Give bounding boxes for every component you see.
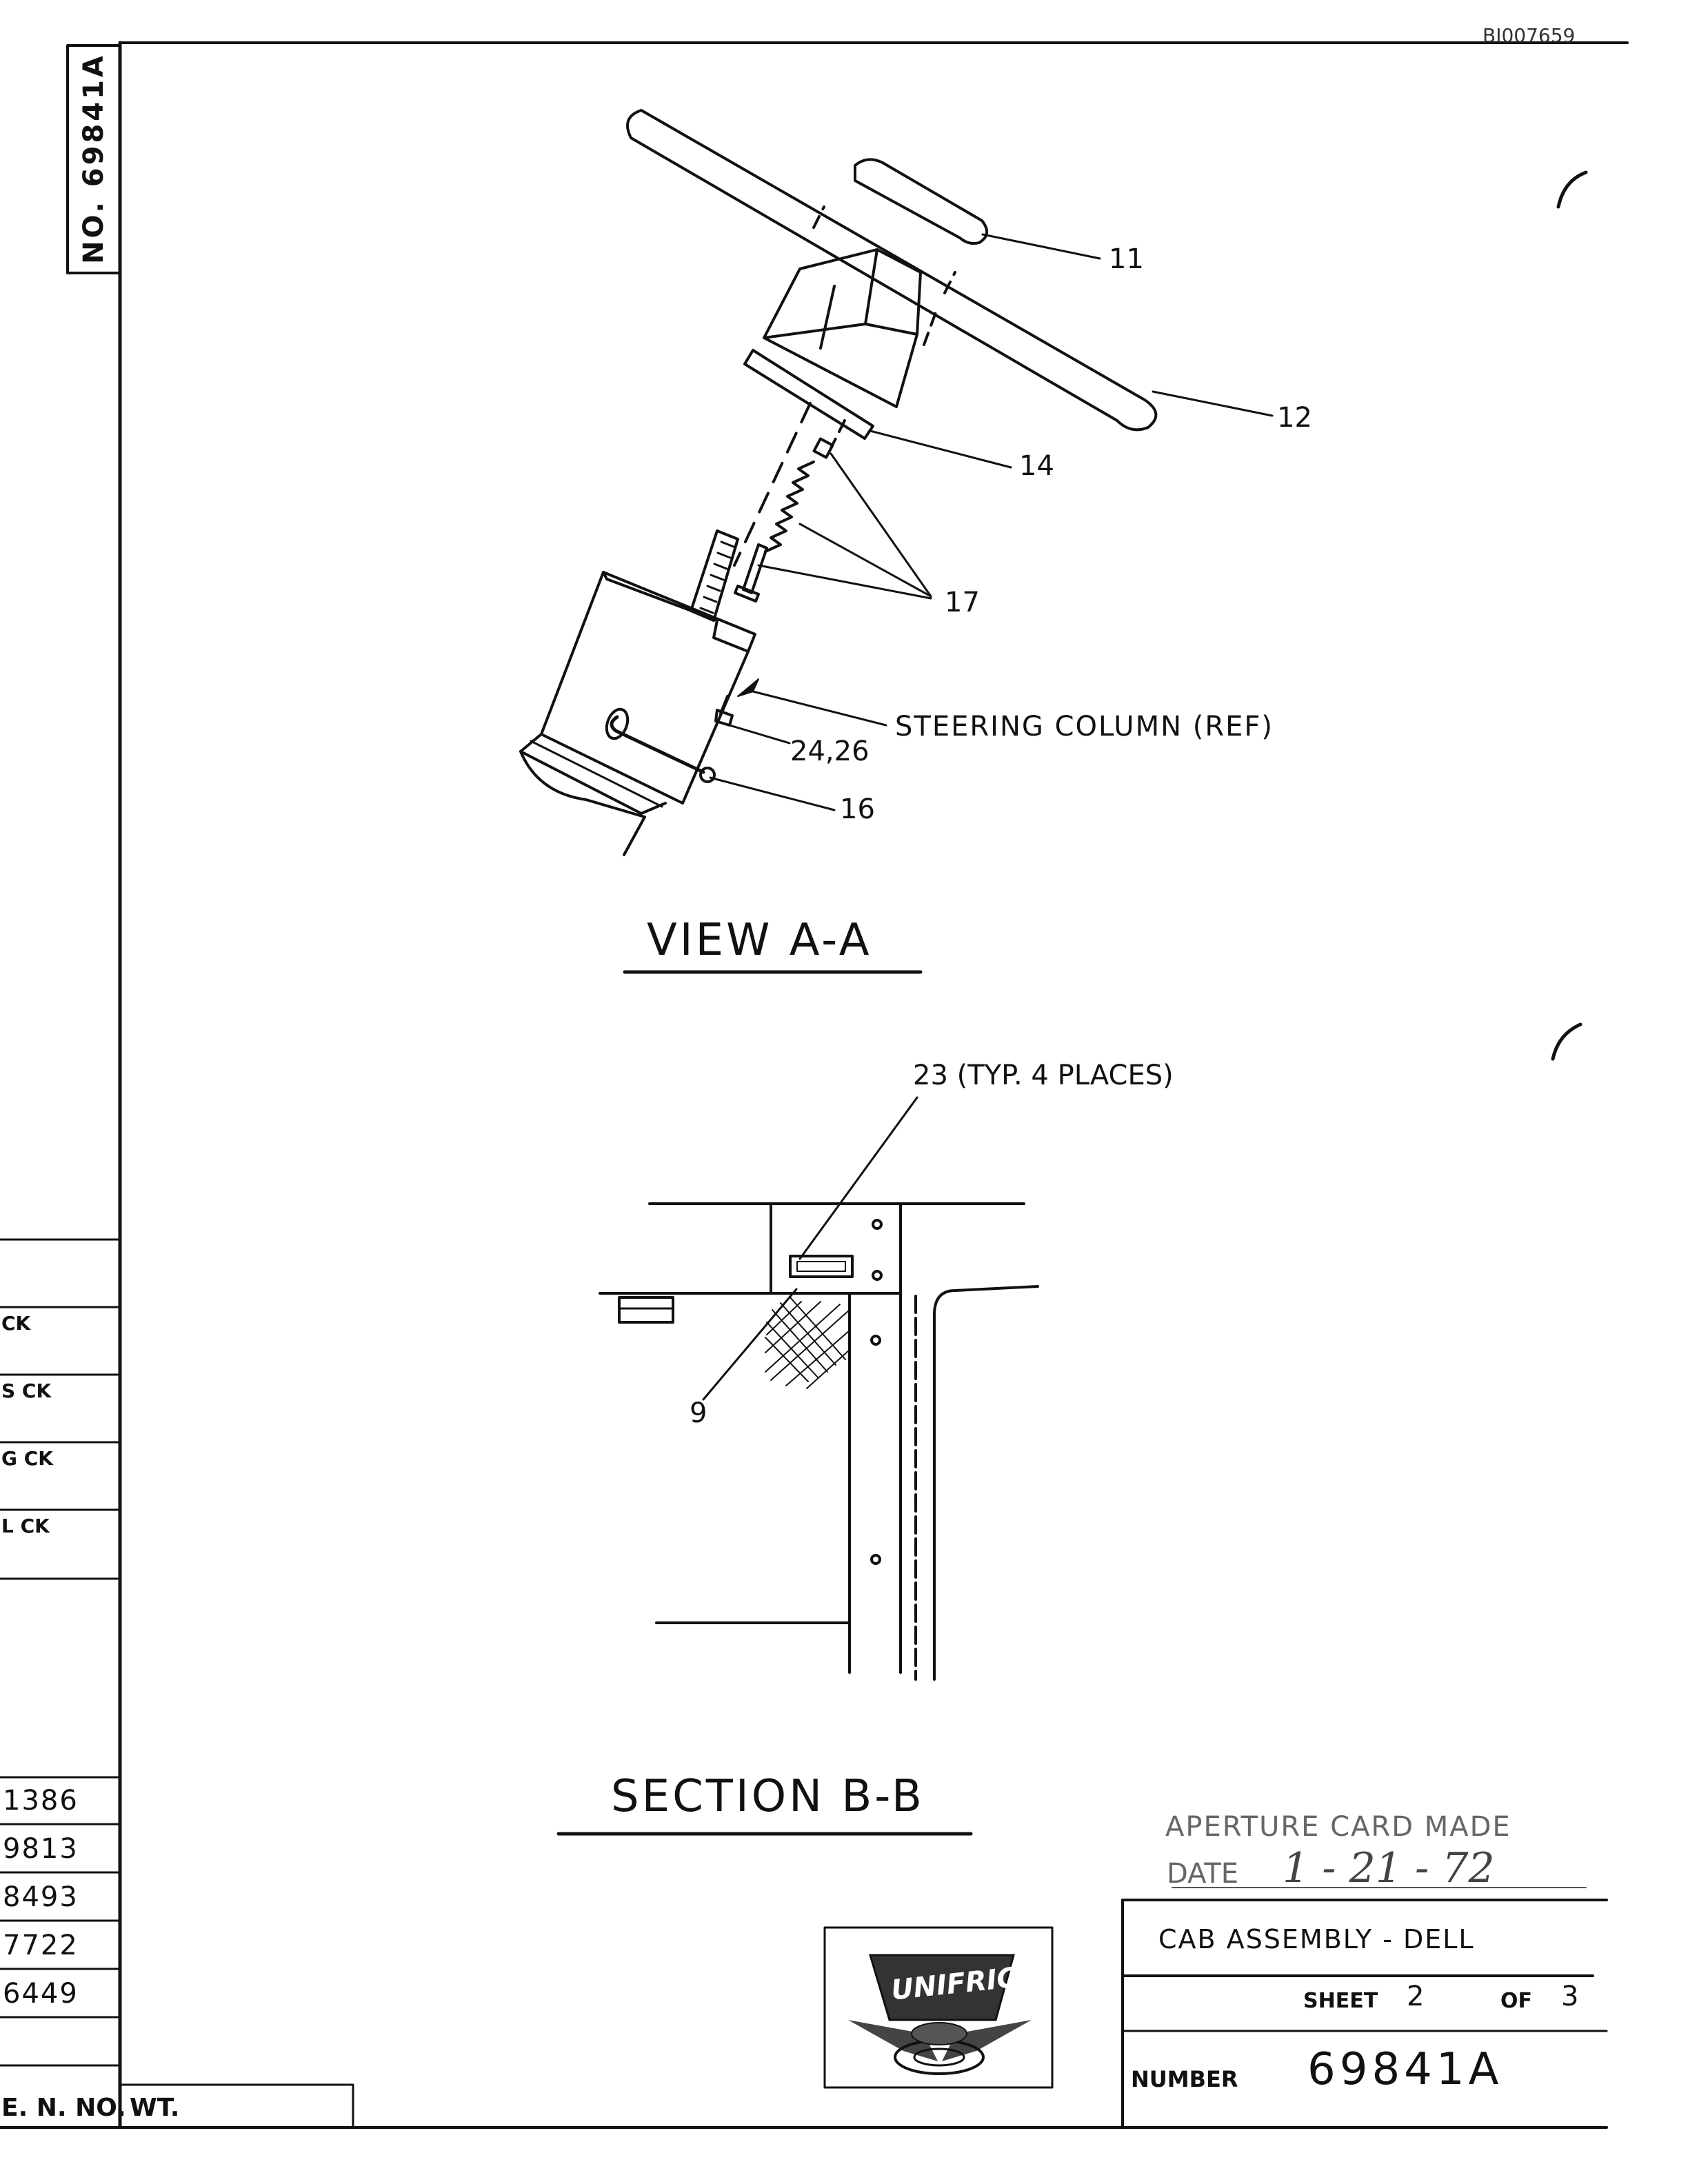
number-label: NUMBER [1131, 2066, 1238, 2092]
aperture-stamp-line: APERTURE CARD MADE [1165, 1811, 1511, 1843]
callout-steering-column: STEERING COLUMN (REF) [895, 711, 1274, 742]
side-stamp-box [66, 44, 121, 274]
reference-arrowhead [737, 678, 759, 697]
aperture-date-label: DATE [1167, 1858, 1239, 1890]
callout-24-26: 24,26 [790, 736, 870, 767]
view-a-title: VIEW A-A [647, 915, 872, 966]
spacer-plate [743, 349, 874, 440]
steering-wheel-rim [626, 109, 1158, 432]
reference-code: BI007659 [1483, 24, 1576, 47]
horn-pad [854, 158, 988, 245]
callout-23: 23 (TYP. 4 PLACES) [913, 1060, 1174, 1091]
aperture-date-value: 1 - 21 - 72 [1283, 1844, 1495, 1892]
steering-column-body [540, 571, 750, 805]
drawing-number: 69841A [1307, 2044, 1503, 2095]
drawing-title: CAB ASSEMBLY - DELL [1158, 1924, 1475, 1954]
check-label-2: S CK [1, 1379, 52, 1402]
corner-mark-upper [1556, 170, 1588, 209]
sheet-label: SHEET [1303, 1989, 1378, 2013]
section-b-title: SECTION B-B [611, 1771, 925, 1822]
spring [764, 461, 815, 553]
callout-9: 9 [690, 1397, 707, 1429]
ecn-number-4: 7722 [3, 1930, 79, 1961]
unifrig-logo [848, 1954, 1032, 2075]
ecn-number-1: 1386 [3, 1785, 79, 1817]
callout-12: 12 [1277, 402, 1312, 434]
weight-label: WT. [130, 2094, 180, 2122]
sheet-number: 2 [1407, 1981, 1425, 2012]
callout-17: 17 [945, 587, 980, 618]
sheet-total: 3 [1561, 1981, 1579, 2012]
corner-mark-lower [1551, 1022, 1582, 1061]
callout-14: 14 [1019, 450, 1054, 482]
ecn-number-5: 6449 [3, 1978, 79, 2010]
check-label-3: G CK [1, 1447, 53, 1470]
side-drawing-number: NO. 69841A [78, 53, 110, 264]
callout-16: 16 [840, 793, 875, 825]
logo-box [823, 1926, 1054, 2089]
section-b-leader-lines [702, 1096, 918, 1401]
ecn-number-3: 8493 [3, 1881, 79, 1913]
ecn-column-label: E. N. NO. [1, 2094, 126, 2122]
title-block-frame [1121, 1899, 1608, 2129]
ecn-number-2: 9813 [3, 1833, 79, 1865]
left-block-lines [0, 1238, 354, 2129]
view-a-leader-lines [709, 233, 1274, 811]
check-label-4: L CK [1, 1515, 50, 1537]
section-b-drawing [599, 1202, 1039, 1681]
callout-11: 11 [1109, 243, 1144, 275]
check-label-1: CK [1, 1312, 31, 1335]
weld-crosshatch [765, 1297, 850, 1389]
of-label: OF [1500, 1989, 1532, 2013]
